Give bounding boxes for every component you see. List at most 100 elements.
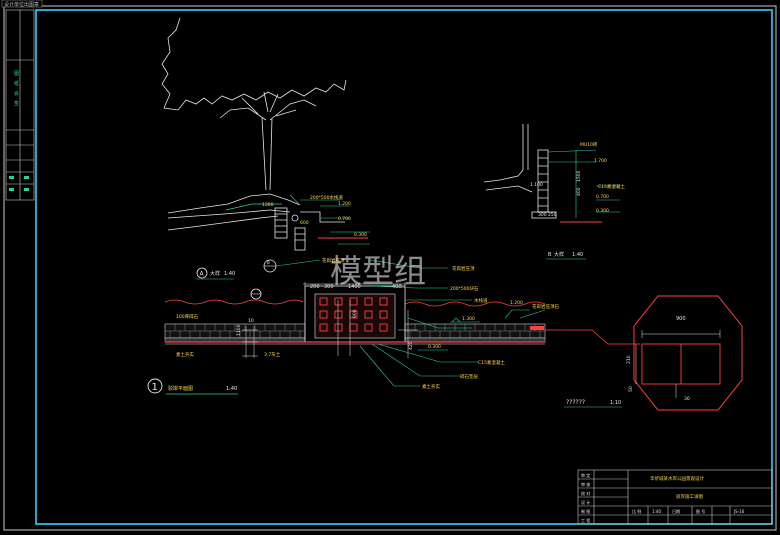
pier-grid-square <box>379 310 388 319</box>
pier-grid-square <box>364 310 373 319</box>
tb-project: 华侨城某水岸公园景观设计 <box>650 475 704 482</box>
watermark-text: 模型组 <box>330 252 426 290</box>
note-10: MU10砖 <box>580 141 598 148</box>
outer-frame <box>3 5 777 531</box>
dim-30: 30 <box>684 396 690 402</box>
level-marks-right <box>418 317 480 351</box>
title-block <box>577 469 773 525</box>
right-leaders <box>547 149 620 218</box>
dim-900-detail: 900 <box>676 316 686 322</box>
dim-300r: 300 <box>538 212 547 218</box>
dim-ticks-pier <box>303 282 418 358</box>
svg-text:B: B <box>548 252 552 258</box>
svg-text:1: 1 <box>152 382 158 393</box>
dim-10: 10 <box>248 318 254 324</box>
leader-lines-main <box>359 259 546 387</box>
svg-text:??????: ?????? <box>566 399 585 406</box>
view-1-label: 1 驳岸平面图 1:40 <box>147 378 238 395</box>
tb-scale-label: 比 例 <box>632 508 641 514</box>
note-7: 碎石垫层 <box>460 373 478 380</box>
note-8: 素土夯实 <box>422 383 440 390</box>
ground-slope <box>167 193 301 231</box>
sidebar-label-1: 纸 <box>14 80 19 87</box>
pier-grid-square <box>364 323 373 332</box>
section-marker-2 <box>250 288 262 300</box>
tb-scale-value: 1:40 <box>652 509 661 514</box>
dim-200: 200 <box>310 284 320 290</box>
view-b-label: B 大样 1:40 <box>546 251 586 260</box>
svg-text:1:40: 1:40 <box>226 386 237 392</box>
note-12: 100厚碎石 <box>176 313 199 320</box>
note-5: 花岗岩压顶石 <box>532 303 559 310</box>
dim-0700r: 0.700 <box>596 194 609 200</box>
pier-grid-square <box>379 297 388 306</box>
note-13: 素土夯实 <box>176 351 194 358</box>
note-6: C15素混凝土 <box>478 359 505 366</box>
left-sidebar <box>5 9 35 201</box>
svg-text:1:40: 1:40 <box>224 271 235 277</box>
dim-900: 900 <box>352 309 358 318</box>
dim-420: 420 <box>408 341 414 350</box>
dim-ticks-left <box>242 326 258 358</box>
svg-text:大样: 大样 <box>210 270 220 277</box>
note-14: 3:7灰土 <box>264 351 281 358</box>
note-1: 200*500木栈道 <box>310 194 343 201</box>
central-pier <box>304 285 406 343</box>
note-3: 木栈道 <box>474 297 488 304</box>
right-wall-section <box>483 124 557 219</box>
svg-text:1:10: 1:10 <box>610 400 621 406</box>
tree-sketch <box>161 17 347 191</box>
svg-text:1:40: 1:40 <box>572 252 583 258</box>
pier-grid-square <box>334 323 343 332</box>
paving-right <box>404 323 546 343</box>
detail-leader <box>545 329 640 345</box>
pier-grid-square <box>319 323 328 332</box>
dim-1200r: 1.200 <box>510 300 523 306</box>
tb-date-label: 日期 <box>672 508 680 514</box>
svg-text:A: A <box>200 271 205 278</box>
note-4: 200*500块石 <box>450 285 479 292</box>
pier-grid-square <box>379 323 388 332</box>
dim-300: 300 <box>324 284 334 290</box>
sidebar-marks <box>9 176 29 191</box>
tb-row-5: 工 程 <box>581 517 590 523</box>
note-9: 花岗岩压顶 <box>322 257 345 264</box>
dim-1400: 1400 <box>348 284 361 290</box>
pier-grid-square <box>334 310 343 319</box>
dim-1200a: 1.200 <box>338 201 351 207</box>
dim-0300b: 0.300 <box>428 344 441 350</box>
pier-grid-square <box>364 297 373 306</box>
sidebar-label-0: 图 <box>14 71 19 77</box>
ground-profile-red <box>164 299 546 307</box>
detail-octagon: 900 210 30 50 <box>626 295 743 411</box>
svg-text:驳岸平面图: 驳岸平面图 <box>168 385 193 392</box>
dim-1300: 1300 <box>262 202 274 208</box>
tb-drawing: 驳岸施工详图 <box>676 493 703 500</box>
leader-lines-top <box>289 194 370 245</box>
svg-text:B: B <box>267 260 270 265</box>
tb-row-4: 制 图 <box>581 508 590 514</box>
inner-frame <box>35 9 773 525</box>
dim-0300r: 0.300 <box>596 208 609 214</box>
tb-sheet-label: 图 号 <box>696 508 705 514</box>
dim-1300r: 1.300 <box>462 316 475 322</box>
dim-210: 210 <box>626 355 632 364</box>
view-a-label: A 大样 1:40 <box>196 267 235 280</box>
section-marker: B <box>263 259 321 273</box>
dim-50: 50 <box>628 386 634 392</box>
pier-grid-square <box>334 297 343 306</box>
grade-line <box>225 203 282 211</box>
tb-row-3: 设 计 <box>581 499 590 505</box>
note-2: 花岗岩压顶 <box>452 265 475 272</box>
dim-1100: 1100 <box>236 324 242 336</box>
tb-row-1: 审 核 <box>581 481 590 487</box>
pier-grid-square <box>319 310 328 319</box>
dim-400r: 400 <box>576 187 582 196</box>
sidebar-label-3: 签 <box>14 100 19 107</box>
stamp-strip-text: 设计单位出图章 <box>4 1 39 8</box>
dim-1100r: 1.100 <box>530 182 543 188</box>
dim-600: 600 <box>300 220 309 226</box>
view-detail-label: ?????? 1:10 <box>564 399 622 408</box>
paving-left <box>164 323 306 343</box>
